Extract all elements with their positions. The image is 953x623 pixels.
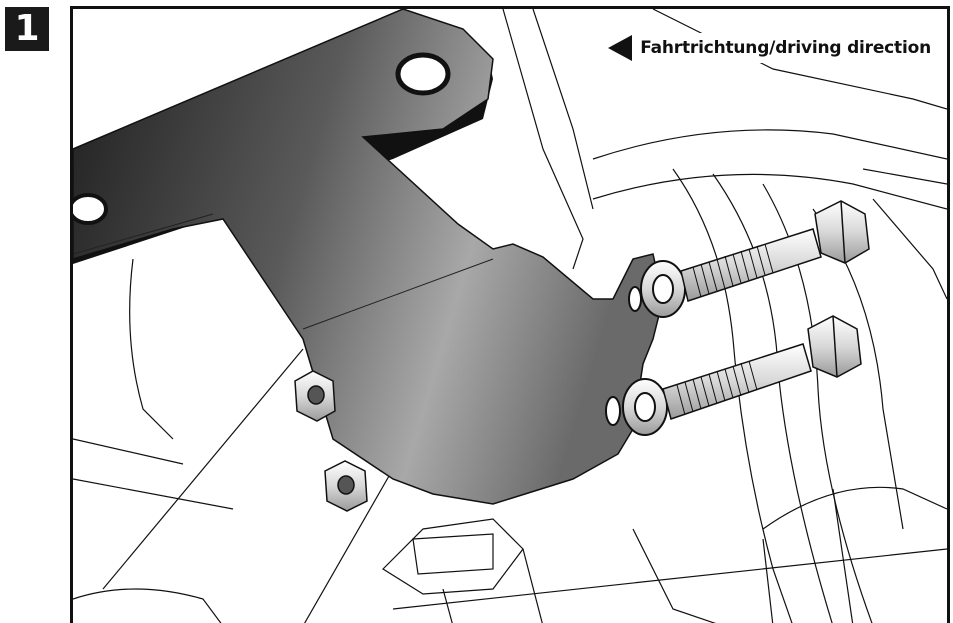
- bracket-hole-middle: [628, 286, 642, 312]
- bracket-hole-left: [73, 193, 108, 225]
- washer-upper: [640, 260, 686, 318]
- washer-lower: [622, 378, 668, 436]
- assembly-illustration: [73, 9, 947, 623]
- step-number-badge: 1: [5, 7, 49, 51]
- step-number: 1: [14, 8, 40, 49]
- vehicle-outline: [73, 9, 947, 623]
- mounting-bracket: [73, 9, 664, 505]
- bolt-lower: [662, 315, 862, 420]
- driving-direction-indicator: Fahrtrichtung/driving direction: [604, 33, 935, 63]
- bracket-hole-top: [395, 52, 451, 96]
- bracket-hole-lower: [605, 396, 621, 426]
- nut-lower: [324, 460, 368, 512]
- arrow-left-icon: [608, 35, 633, 61]
- driving-direction-label: Fahrtrichtung/driving direction: [640, 38, 931, 58]
- nut-upper: [294, 370, 336, 422]
- illustration-frame: Fahrtrichtung/driving direction: [70, 6, 950, 623]
- bolt-upper: [680, 200, 870, 302]
